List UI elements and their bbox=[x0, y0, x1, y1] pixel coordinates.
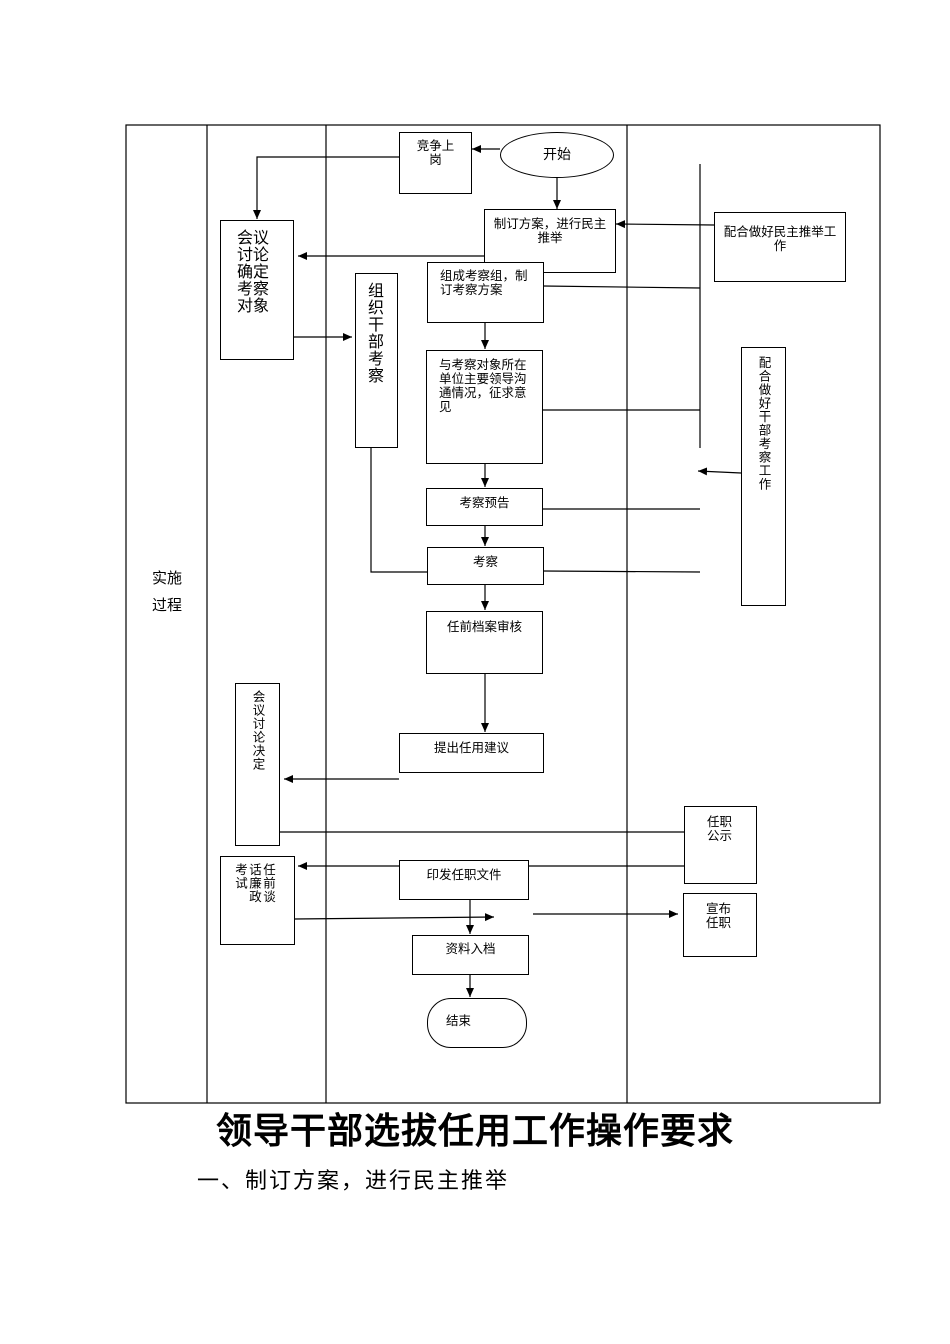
issue-doc-label: 印发任职文件 bbox=[426, 867, 502, 882]
announce-node: 宣布任职 bbox=[683, 893, 757, 957]
form-team-label: 组成考察组，制订考察方案 bbox=[440, 268, 528, 297]
cooperate-recommend-node: 配合做好民主推举工作 bbox=[714, 212, 846, 282]
lane-label: 实施过程 bbox=[151, 569, 182, 614]
inspect-node: 考察 bbox=[427, 547, 544, 585]
propose-label: 提出任用建议 bbox=[433, 740, 509, 755]
pre-talk-label: 任前谈话廉政考试 bbox=[233, 863, 276, 904]
meeting-decide-objects-label: 会议讨论确定考察对象 bbox=[237, 228, 270, 315]
form-team-node: 组成考察组，制订考察方案 bbox=[427, 262, 544, 323]
plan-label: 制订方案，进行民主推举 bbox=[493, 216, 607, 245]
inspect-label: 考察 bbox=[472, 554, 498, 569]
issue-doc-node: 印发任职文件 bbox=[399, 860, 529, 900]
cooperate-inspection-label: 配合做好干部考察工作 bbox=[756, 356, 772, 491]
cooperate-inspection-node: 配合做好干部考察工作 bbox=[741, 347, 786, 606]
end-label: 结束 bbox=[446, 1013, 472, 1028]
notice-label: 考察预告 bbox=[459, 495, 510, 510]
announce-label: 宣布任职 bbox=[706, 901, 732, 930]
meeting-decision-label: 会议讨论决定 bbox=[250, 690, 266, 771]
frame bbox=[125, 124, 881, 1104]
propose-node: 提出任用建议 bbox=[399, 733, 544, 773]
publicity-node: 任职公示 bbox=[684, 806, 757, 884]
archive-review-label: 任前档案审核 bbox=[446, 619, 522, 634]
document-title: 领导干部选拔任用工作操作要求 bbox=[215, 1110, 734, 1152]
publicity-label: 任职公示 bbox=[707, 814, 733, 843]
end-node: 结束 bbox=[427, 998, 527, 1048]
compete-label: 竞争上岗 bbox=[416, 138, 455, 167]
start-label: 开始 bbox=[543, 147, 571, 163]
org-inspection-node: 组织干部考察 bbox=[355, 273, 398, 448]
communicate-label: 与考察对象所在单位主要领导沟通情况，征求意见 bbox=[439, 357, 527, 414]
archive-label: 资料入档 bbox=[445, 941, 496, 956]
notice-node: 考察预告 bbox=[426, 488, 543, 526]
archive-node: 资料入档 bbox=[412, 935, 529, 975]
compete-node: 竞争上岗 bbox=[399, 132, 472, 194]
communicate-node: 与考察对象所在单位主要领导沟通情况，征求意见 bbox=[426, 350, 543, 464]
cooperate-recommend-label: 配合做好民主推举工作 bbox=[723, 224, 837, 253]
meeting-decision-node: 会议讨论决定 bbox=[235, 683, 280, 846]
meeting-decide-objects-node: 会议讨论确定考察对象 bbox=[220, 220, 294, 360]
archive-review-node: 任前档案审核 bbox=[426, 611, 543, 674]
start-node: 开始 bbox=[500, 132, 614, 178]
pre-talk-node: 任前谈话廉政考试 bbox=[220, 856, 295, 945]
section-heading-1: 一、制订方案，进行民主推举 bbox=[197, 1169, 510, 1194]
org-inspection-label: 组织干部考察 bbox=[368, 281, 385, 385]
